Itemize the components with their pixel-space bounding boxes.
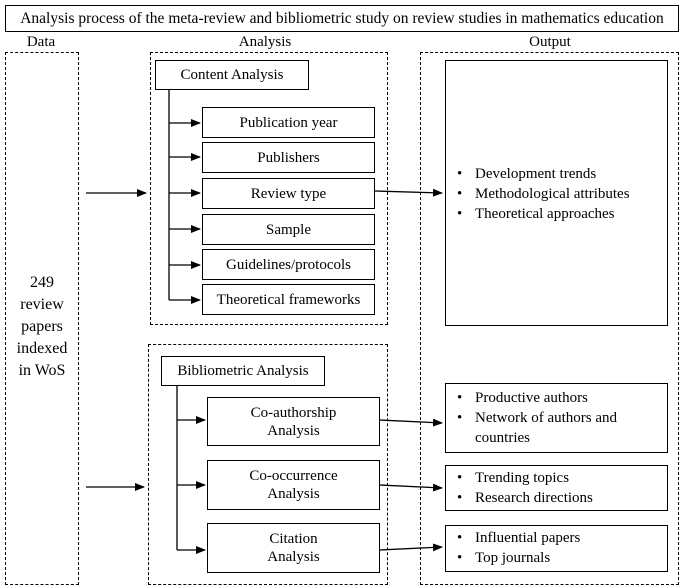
content-item-publishers: Publishers (202, 142, 375, 173)
list-item: Productive authors (453, 388, 663, 408)
list-item: Theoretical approaches (453, 204, 663, 224)
list-item: Influential papers (453, 528, 663, 548)
bibliometric-analysis-frame (148, 344, 388, 585)
list-item: Methodological attributes (453, 184, 663, 204)
output-coauthorship-list: Productive authors Network of authors an… (453, 388, 663, 448)
column-header-output: Output (529, 34, 571, 50)
output-citation-list: Influential papers Top journals (453, 528, 663, 568)
list-item: Research directions (453, 488, 663, 508)
list-item: Development trends (453, 164, 663, 184)
column-header-data: Data (26, 34, 56, 50)
list-item: Trending topics (453, 468, 663, 488)
bibliometric-item-citation: Citation Analysis (207, 523, 380, 573)
output-cooccurrence-list: Trending topics Research directions (453, 468, 663, 508)
list-item: Network of authors and countries (453, 408, 663, 448)
content-item-guidelines: Guidelines/protocols (202, 249, 375, 280)
bibliometric-item-cooccurrence: Co-occurrence Analysis (207, 460, 380, 510)
bibliometric-item-coauthorship: Co-authorship Analysis (207, 397, 380, 446)
content-item-theoretical-frameworks: Theoretical frameworks (202, 284, 375, 315)
output-content-list: Development trends Methodological attrib… (453, 164, 663, 224)
arrow-citation-to-output (379, 543, 443, 552)
arrow-review-type-to-output (374, 188, 443, 197)
data-column-frame (5, 52, 79, 585)
list-item: Top journals (453, 548, 663, 568)
content-item-review-type: Review type (202, 178, 375, 209)
diagram-title: Analysis process of the meta-review and … (5, 5, 679, 32)
arrow-cooccurrence-to-output (379, 483, 443, 492)
content-item-sample: Sample (202, 214, 375, 245)
arrow-coauthorship-to-output (379, 418, 443, 427)
output-column-frame (420, 52, 679, 585)
content-item-publication-year: Publication year (202, 107, 375, 138)
bibliometric-analysis-heading: Bibliometric Analysis (161, 356, 325, 386)
data-description: 249 review papers indexed in WoS (16, 274, 68, 379)
column-header-analysis: Analysis (238, 34, 292, 50)
content-analysis-frame (150, 52, 388, 325)
content-analysis-heading: Content Analysis (155, 60, 309, 90)
